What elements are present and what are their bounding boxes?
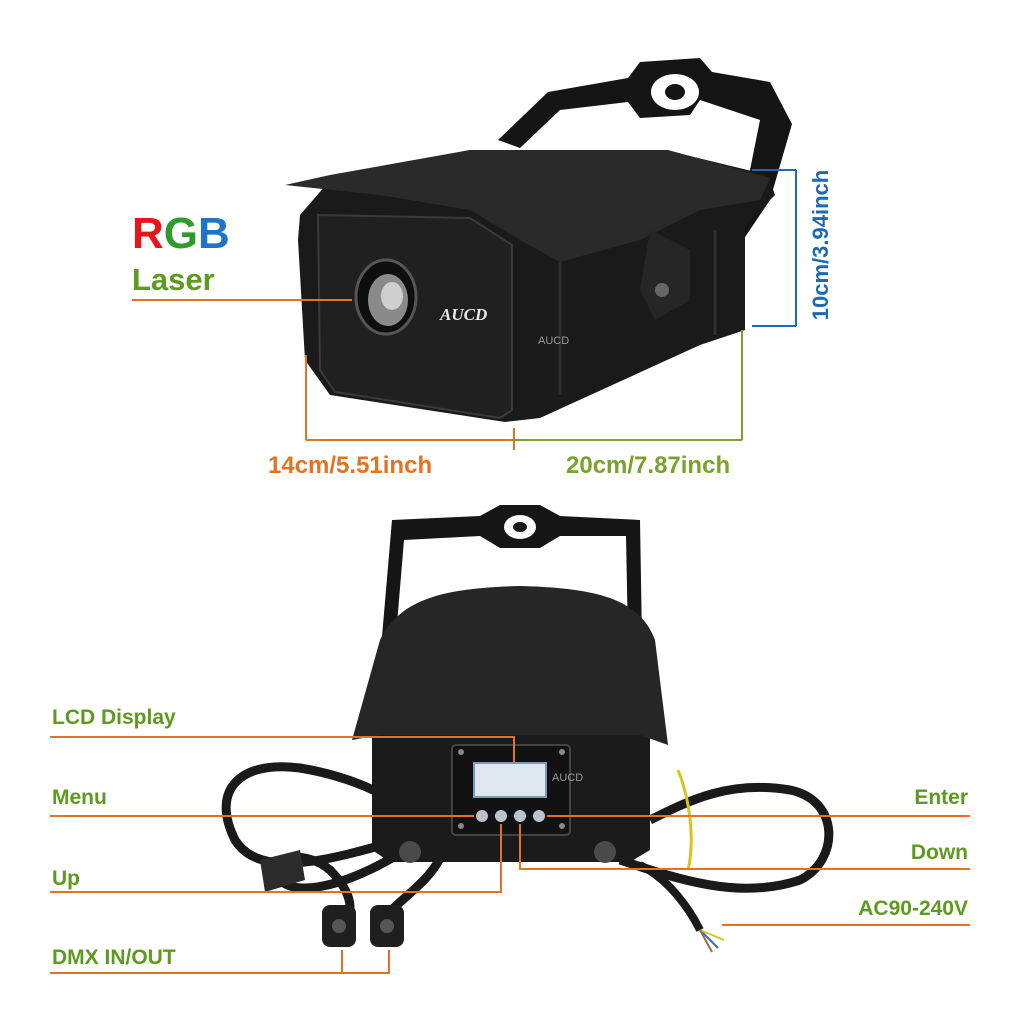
- bottom-projector: AUCD: [221, 505, 834, 953]
- power-label: AC90-240V: [858, 897, 968, 920]
- lcd-display-label: LCD Display: [52, 706, 176, 729]
- top-projector: AUCD AUCD: [285, 58, 792, 422]
- length-dimension: 20cm/7.87inch: [566, 452, 731, 479]
- up-label: Up: [52, 867, 80, 890]
- dmx-label: DMX IN/OUT: [52, 946, 176, 969]
- rgb-letter-b: B: [198, 209, 230, 258]
- laser-label: Laser: [132, 262, 215, 297]
- bottom-hood: [352, 586, 668, 745]
- lcd-screen: [473, 762, 547, 798]
- height-dimension: 10cm/3.94inch: [808, 169, 833, 321]
- callout-lines: [50, 736, 970, 974]
- rgb-headline: RGB: [132, 212, 230, 256]
- rgb-letter-r: R: [132, 209, 164, 258]
- brand-logo: AUCD: [439, 305, 487, 324]
- menu-label: Menu: [52, 786, 107, 809]
- watermark-top: AUCD: [538, 335, 569, 347]
- depth-dimension: 14cm/5.51inch: [268, 452, 433, 479]
- projector-hood: [285, 150, 770, 262]
- front-panel: [316, 213, 513, 420]
- enter-label: Enter: [914, 786, 968, 809]
- rgb-letter-g: G: [163, 209, 199, 258]
- dimension-lines: [305, 169, 797, 450]
- watermark-bottom: AUCD: [552, 772, 583, 784]
- height-dimension-wrap: 10cm/3.94inch: [806, 145, 836, 345]
- down-label: Down: [910, 841, 968, 864]
